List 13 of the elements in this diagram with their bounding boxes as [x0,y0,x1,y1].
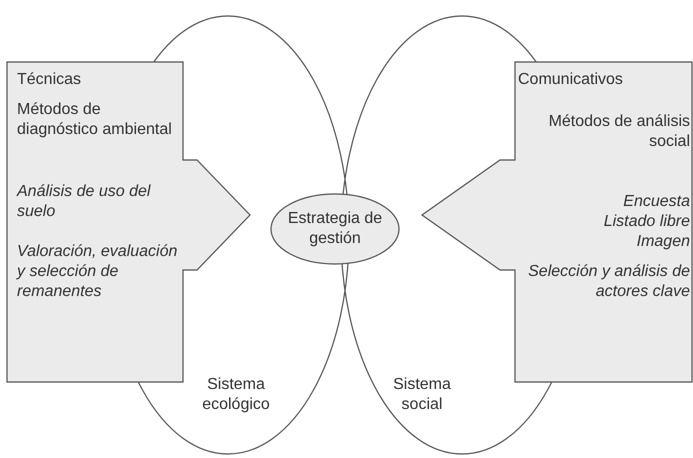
method-text: Imagen [636,232,690,252]
system-label: Sistema ecológico [201,375,271,415]
method-text: Listado libre [602,212,690,232]
method-text: Selección y análisis de actores clave [527,262,690,302]
strategy-label: Estrategia de gestión [286,209,384,249]
method-text: Valoración, evaluación y selección de remanentes [17,242,178,302]
category-heading: Técnicas [17,70,82,90]
method-text: Métodos de análisis social [548,112,690,152]
system-label: Sistema social [392,375,452,415]
method-text: Análisis de uso del suelo [17,182,152,222]
category-heading: Comunicativos [518,70,624,90]
method-text: Encuesta [622,192,690,212]
method-text: Métodos de diagnóstico ambiental [17,100,173,140]
